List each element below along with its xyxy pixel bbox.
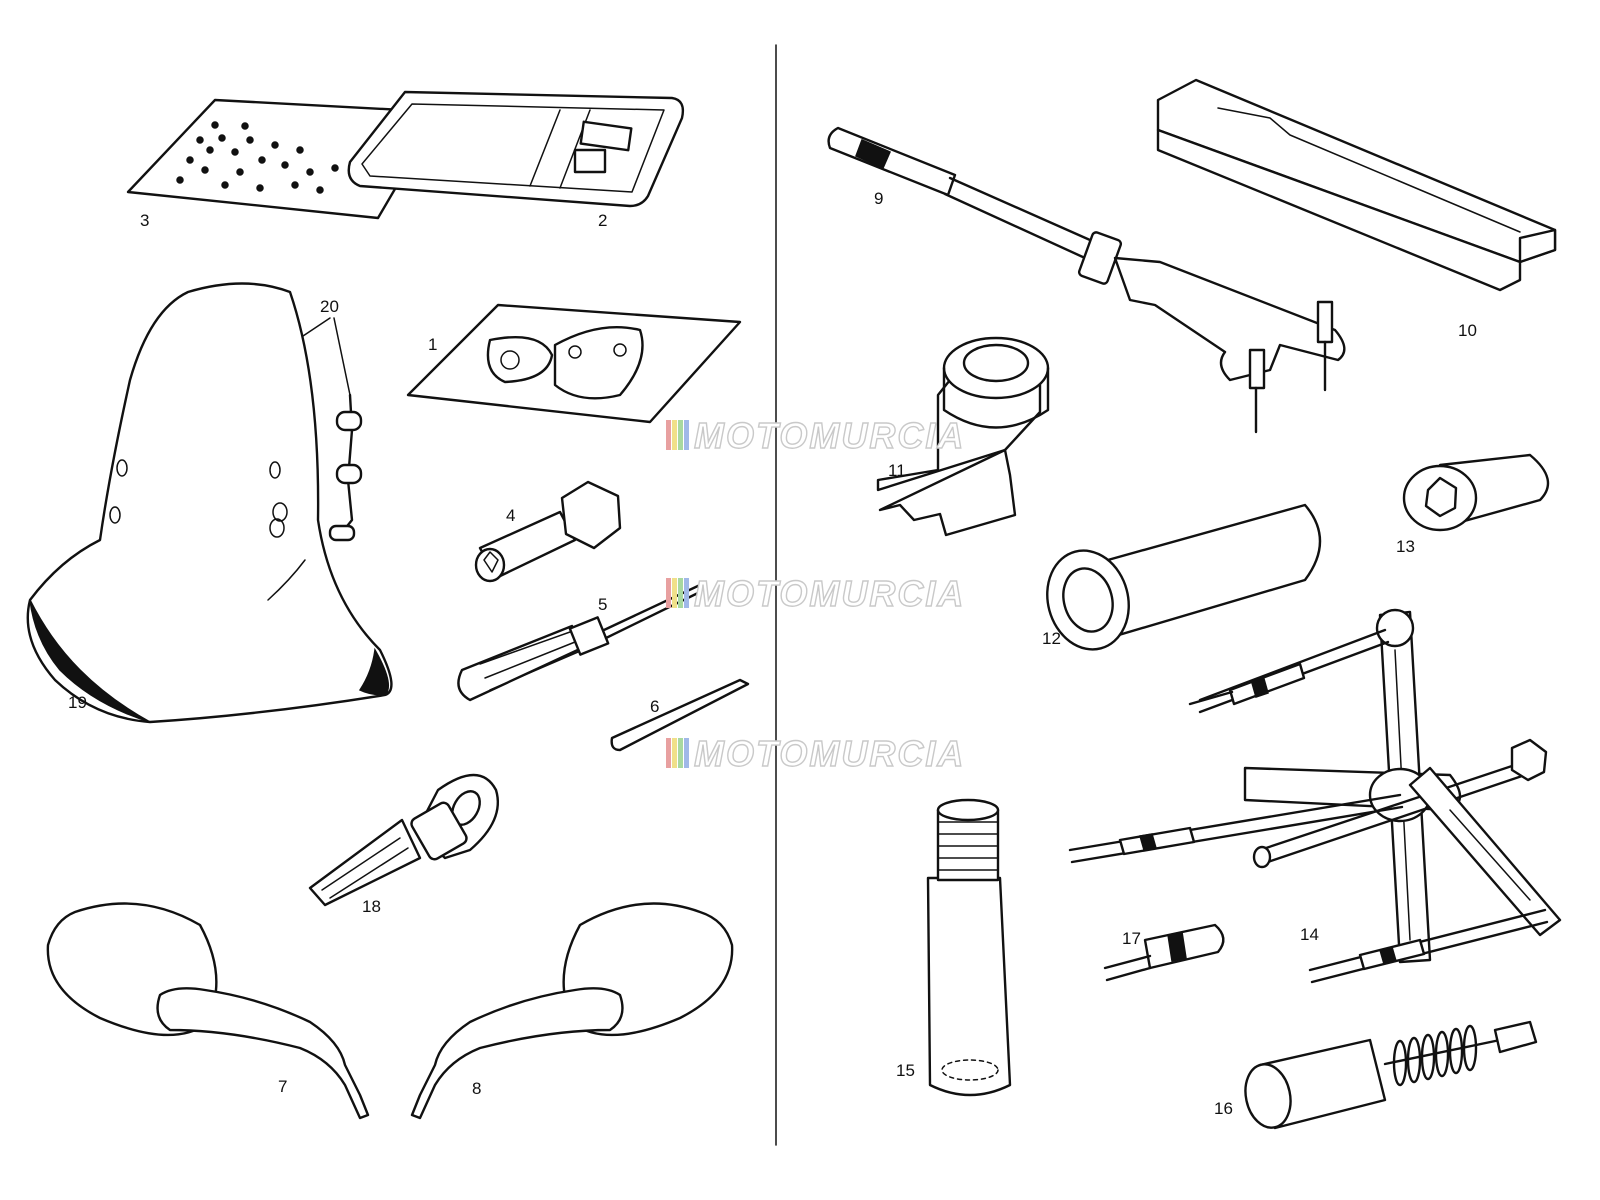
- part-16-spring-tool: [1244, 1020, 1538, 1130]
- watermark-text-1: MOTOMURCIA: [694, 415, 965, 456]
- part-13-conical-adapter: [1402, 453, 1550, 532]
- callout-11: 11: [888, 461, 906, 480]
- callout-1: 1: [428, 335, 437, 354]
- callout-7: 7: [278, 1077, 287, 1096]
- callout-20: 20: [320, 297, 339, 316]
- callout-2: 2: [598, 211, 607, 230]
- part-18-key: [308, 773, 500, 907]
- callout-19: 19: [68, 693, 87, 712]
- callout-10: 10: [1458, 321, 1477, 340]
- callout-17: 17: [1122, 929, 1141, 948]
- part-5-screwdriver: [457, 583, 702, 702]
- watermark-1: MOTOMURCIA: [666, 414, 965, 457]
- part-14-puller: [1068, 608, 1562, 984]
- watermark-text-3: MOTOMURCIA: [694, 733, 965, 774]
- part-2-tool-pouch: [347, 90, 685, 208]
- part-8-right-mirror: [410, 902, 734, 1120]
- part-9-flywheel-holder: [827, 126, 1346, 434]
- callout-16: 16: [1214, 1099, 1233, 1118]
- part-1-gasket-set: [406, 303, 742, 424]
- part-4-hex-socket: [474, 480, 622, 583]
- callout-15: 15: [896, 1061, 915, 1080]
- part-11-clutch-holder: [876, 336, 1050, 537]
- part-19-windshield: [26, 282, 393, 724]
- part-12-sleeve: [1046, 503, 1322, 651]
- callout-6: 6: [650, 697, 659, 716]
- watermark-text-2: MOTOMURCIA: [694, 573, 965, 614]
- part-17-stud: [1103, 923, 1225, 982]
- callout-13: 13: [1396, 537, 1415, 556]
- part-6-pin-punch: [610, 678, 750, 752]
- callout-12: 12: [1042, 629, 1061, 648]
- callout-14: 14: [1300, 925, 1319, 944]
- callout-18: 18: [362, 897, 381, 916]
- watermark-3: MOTOMURCIA: [666, 732, 965, 775]
- callout-3: 3: [140, 211, 149, 230]
- part-10-bar-tool: [1156, 78, 1557, 292]
- callout-4: 4: [506, 506, 515, 525]
- callout-8: 8: [472, 1079, 481, 1098]
- watermark-2: MOTOMURCIA: [666, 572, 965, 615]
- part-7-left-mirror: [46, 902, 370, 1120]
- callout-5: 5: [598, 595, 607, 614]
- part-15-threaded-adapter: [926, 798, 1012, 1097]
- callout-9: 9: [874, 189, 883, 208]
